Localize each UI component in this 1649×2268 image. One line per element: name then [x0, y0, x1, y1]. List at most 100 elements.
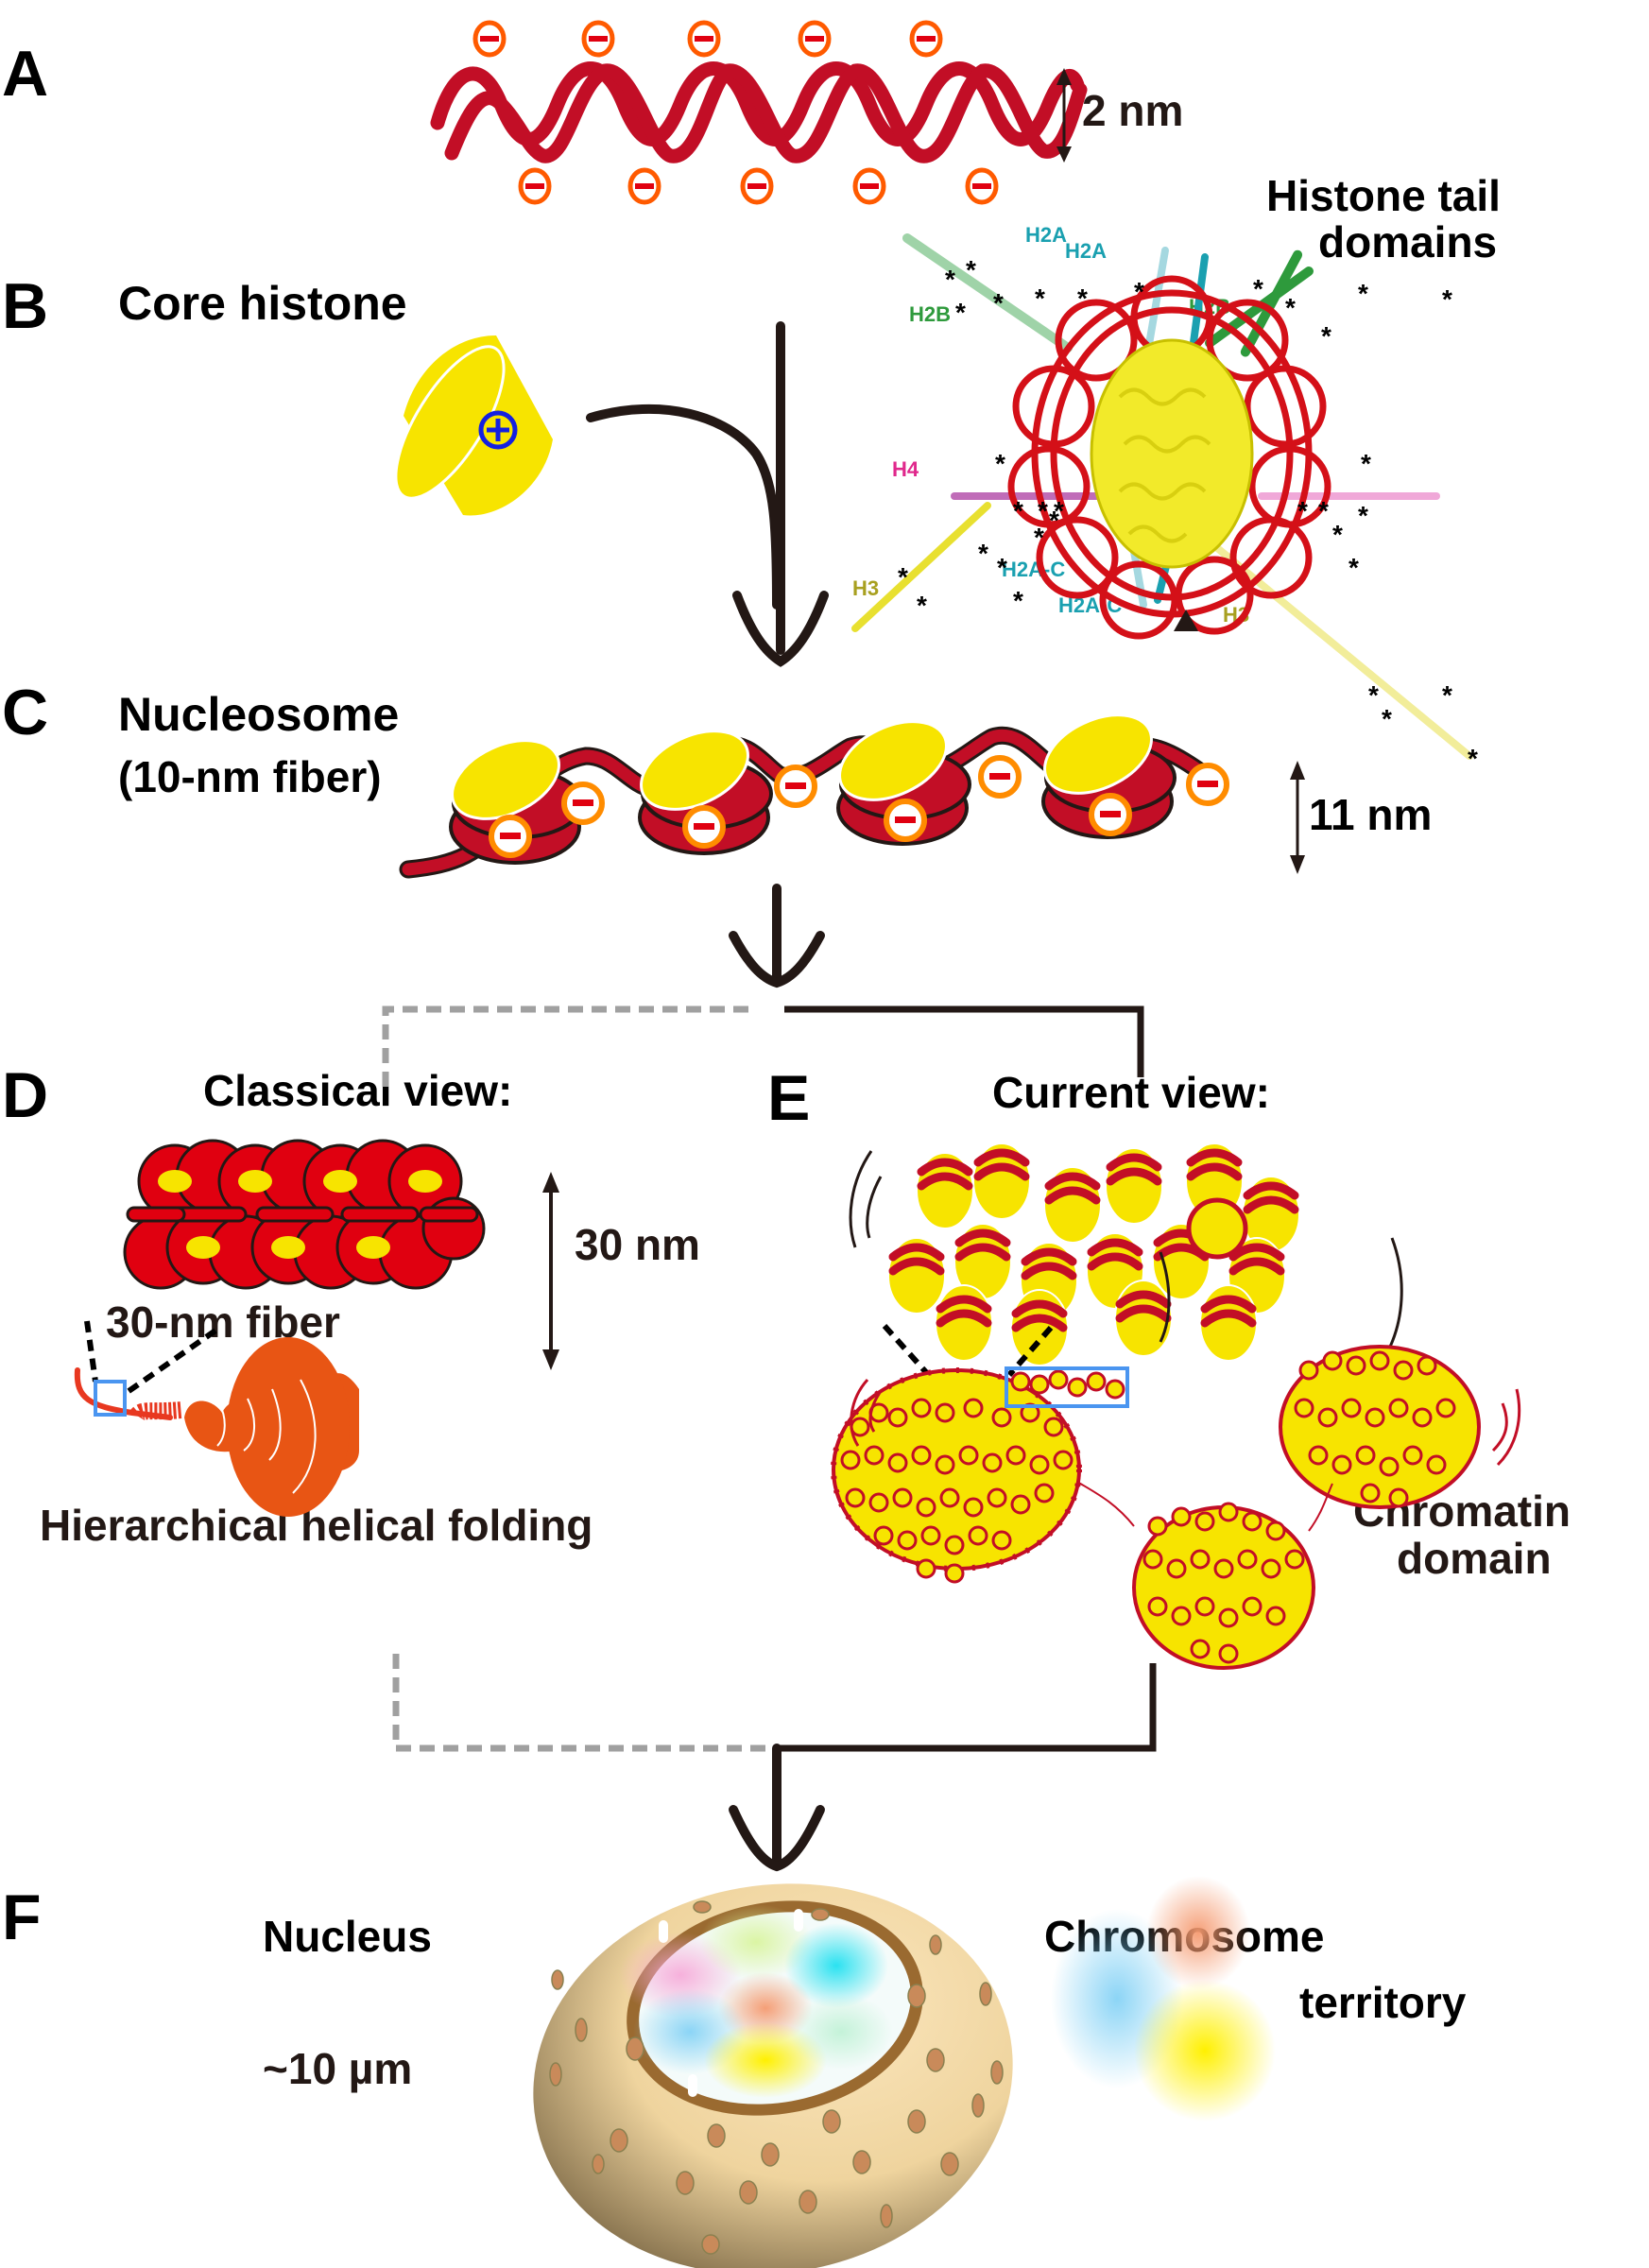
- tail-h2a-1: [1144, 247, 1169, 353]
- svg-text:*: *: [1358, 279, 1368, 308]
- tail-label-h4-left: H4: [892, 457, 919, 481]
- svg-text:*: *: [1285, 293, 1296, 322]
- svg-text:*: *: [995, 449, 1005, 478]
- tail-label-h2a-2: H2A: [1065, 239, 1108, 263]
- histone-octamer-core: [1090, 338, 1254, 569]
- dna-strand-1: [430, 61, 1085, 146]
- svg-text:*: *: [1442, 284, 1452, 314]
- svg-text:*: *: [1332, 520, 1343, 549]
- zoom-guide-lines-d: [84, 1320, 217, 1397]
- nucleosome-width-label: 11 nm: [1309, 790, 1433, 839]
- assembly-arrow-b-to-c: [586, 321, 829, 667]
- arrow-c-to-de: [729, 884, 825, 988]
- nucleosomal-dna-rings: [1007, 275, 1331, 640]
- histone-tail-title-line1: Histone tail: [1266, 171, 1501, 220]
- svg-text:*: *: [1358, 501, 1368, 530]
- tail-label-h3-left: H3: [852, 576, 880, 600]
- svg-text:*: *: [1253, 274, 1263, 303]
- svg-text:*: *: [1382, 704, 1392, 733]
- svg-text:*: *: [1368, 680, 1379, 710]
- nucleosome-width-arrow: [1290, 761, 1305, 874]
- chromatin-domains: [831, 1345, 1481, 1670]
- tail-h3-right: [1196, 530, 1473, 760]
- current-branch-solid-bottom: [777, 1663, 1157, 1752]
- svg-text:*: *: [1297, 496, 1308, 525]
- svg-text:*: *: [997, 553, 1007, 582]
- chromatin-domain-line2: domain: [1397, 1534, 1552, 1583]
- panel-letter-d: D: [2, 1059, 49, 1131]
- svg-text:*: *: [1361, 449, 1371, 478]
- svg-text:*: *: [1035, 284, 1045, 313]
- svg-text:*: *: [966, 255, 976, 284]
- branch-connector-bottom: [392, 1654, 1157, 1752]
- svg-text:*: *: [1134, 277, 1144, 306]
- ten-nm-fiber-subtitle: (10-nm fiber): [118, 752, 382, 801]
- dyad-triangle-icon: [1174, 610, 1198, 631]
- nucleosome-title: Nucleosome: [118, 688, 400, 741]
- negative-charge-icon: [682, 805, 726, 849]
- classical-view-title: Classical view:: [203, 1066, 513, 1115]
- dna-width-arrow: [1056, 68, 1072, 163]
- negative-charge-icon: [978, 755, 1022, 799]
- negative-charge-icon: [852, 167, 886, 205]
- nucleus-size-label: ~10 µm: [263, 2044, 413, 2093]
- negative-charge-icon: [1186, 763, 1229, 806]
- svg-text:*: *: [945, 265, 955, 294]
- nuclear-pores: [549, 1900, 1004, 2255]
- irregular-nucleosome-cluster: [887, 1143, 1300, 1366]
- classical-branch-dashed-bottom: [392, 1654, 777, 1752]
- nucleosome-bead: [1041, 713, 1229, 839]
- nucleosome-dots: [840, 1350, 1456, 1664]
- arrow-de-to-f: [729, 1744, 825, 1872]
- negative-charge-icon: [561, 782, 605, 825]
- motion-lines-domains: [850, 1378, 1521, 1467]
- negative-charge-icon: [774, 765, 817, 808]
- chromosome-territories-inside: [619, 1904, 893, 2098]
- svg-text:*: *: [1038, 496, 1048, 525]
- negative-charge-icon: [472, 20, 507, 58]
- svg-text:*: *: [1049, 506, 1059, 535]
- positive-charge-icon: [478, 410, 518, 450]
- classical-branch-dashed: [382, 1005, 756, 1087]
- tail-h3-left: [851, 502, 991, 632]
- branch-connector-top: [382, 1005, 1144, 1087]
- panel-letter-a: A: [2, 38, 49, 110]
- tail-label-h2a-1: H2A: [1025, 223, 1068, 247]
- nucleosome-crystal-structure: **** *** ***** **** **** ***** ** ******: [851, 233, 1478, 773]
- tail-h2b-left: [902, 233, 1073, 352]
- svg-text:*: *: [955, 298, 966, 327]
- svg-text:*: *: [978, 539, 988, 568]
- negative-charge-icon: [884, 799, 927, 842]
- svg-text:*: *: [1013, 586, 1023, 615]
- svg-text:*: *: [1468, 744, 1478, 773]
- chromosome-territory-line2: territory: [1299, 1978, 1467, 2027]
- thirty-nm-fiber: [123, 1139, 486, 1290]
- svg-text:*: *: [898, 562, 908, 592]
- core-histone-title: Core histone: [118, 277, 407, 330]
- ten-nm-fiber: [399, 713, 1229, 879]
- core-histone-disc: [394, 335, 553, 516]
- negative-charge-icon: [1089, 793, 1132, 836]
- thirty-nm-width-arrow: [542, 1172, 559, 1370]
- panel-letter-f: F: [2, 1881, 42, 1953]
- thirty-nm-fiber-label: 30-nm fiber: [106, 1297, 340, 1347]
- negative-charge-icon: [489, 815, 532, 858]
- nucleosome-bead: [836, 720, 1022, 846]
- svg-text:*: *: [1318, 496, 1329, 525]
- panel-letter-b: B: [2, 270, 49, 342]
- dna-width-label: 2 nm: [1082, 86, 1184, 135]
- dna-negative-charges: [472, 20, 999, 205]
- chromosome-territory-blobs: [1051, 1876, 1276, 2122]
- negative-charge-icon: [909, 20, 943, 58]
- negative-charge-icon: [518, 167, 552, 205]
- current-branch-solid: [784, 1005, 1144, 1077]
- panel-letter-e: E: [767, 1062, 811, 1134]
- panel-letter-c: C: [2, 677, 49, 748]
- nucleosome-bead: [449, 739, 605, 865]
- nucleosome-bead: [638, 730, 817, 855]
- tail-h2a-2: [1189, 253, 1209, 353]
- hierarchical-folding-caption: Hierarchical helical folding: [40, 1501, 593, 1550]
- negative-charge-icon: [581, 20, 615, 58]
- nucleus-illustration: [533, 1883, 1013, 2268]
